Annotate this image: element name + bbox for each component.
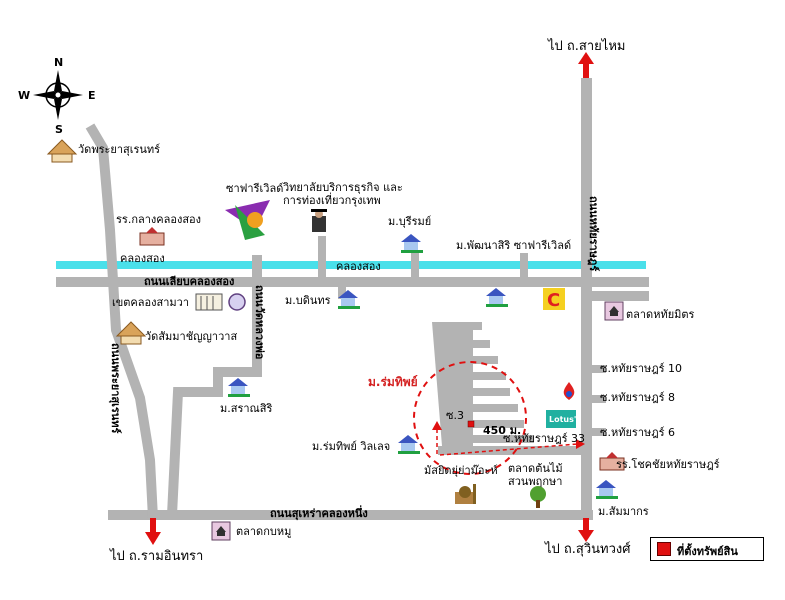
label-phraya-road: ถนนพระยาสุเรนทร์ (109, 343, 122, 434)
road-hathai-east (581, 291, 649, 301)
legend-label: ที่ตั้งทรัพย์สิน (677, 545, 738, 558)
house-icon (398, 435, 420, 454)
house-icon (486, 288, 508, 307)
label-buriram: ม.บุรีรมย์ (388, 215, 432, 228)
label-wat-phraya: วัดพระยาสุเรนทร์ (78, 143, 161, 156)
label-siap-road: ถนนเลียบคลองสอง (144, 275, 235, 288)
target-village-label: ม.ร่มทิพย์ (368, 375, 418, 389)
soi8-road (592, 395, 606, 403)
label-school-klong: รร.กลางคลองสอง (116, 213, 202, 226)
arrow-south-left-icon (145, 518, 161, 545)
label-safari: ซาฟารีเวิลด์ (226, 182, 284, 195)
district-office-icon (195, 293, 223, 311)
label-wat-road: ถนนวัดหลวงพ่อ (253, 285, 266, 360)
compass-s: S (55, 123, 63, 136)
dest-bottom-right: ไป ถ.สุวินทวงศ์ (545, 542, 631, 557)
label-saransiri: ม.สราณสิริ (220, 402, 273, 415)
label-romthip-village: ม.ร่มทิพย์ วิลเลจ (312, 440, 391, 453)
soi10-road (592, 365, 606, 373)
label-market-hathai: ตลาดหทัยมิตร (626, 308, 695, 321)
soi6-road (592, 428, 606, 436)
canal (56, 261, 646, 269)
label-soi10: ซ.หทัยราษฎร์ 10 (600, 362, 683, 375)
house-icon (401, 234, 423, 253)
route-arrow-up-head (432, 421, 442, 430)
label-mosque: มัสยิดยุ่ย่าม๊อะห์ (424, 464, 498, 477)
road-suhra (108, 510, 593, 520)
store-logo-icon: C (543, 288, 565, 311)
graduate-icon (311, 209, 327, 232)
house-icon (338, 290, 360, 309)
map-legend: ที่ตั้งทรัพย์สิน (650, 537, 764, 561)
house-icon (228, 378, 250, 397)
compass-e: E (88, 89, 96, 102)
safari-logo-icon (225, 200, 270, 240)
route-arrow-right (439, 443, 579, 456)
target-distance-label: 450 ม. (483, 424, 522, 437)
label-wat-samakkhi: วัดสัมมาชัญญาวาส (145, 330, 238, 343)
compass-n: N (54, 56, 64, 69)
target-radius-circle (413, 361, 527, 475)
road-conn-college (318, 236, 326, 278)
arrow-north-icon (578, 52, 594, 78)
label-canal-left: คลองสอง (120, 252, 165, 265)
label-chokchai-school: รร.โชคชัยหทัยราษฎร์ (616, 458, 720, 471)
svg-text:C: C (547, 290, 560, 311)
label-district: เขตคลองสามวา (112, 296, 189, 309)
label-tree-market: ตลาดต้นไม้ สวนพฤกษา (508, 462, 563, 488)
legend-swatch (657, 542, 671, 556)
label-soi6: ซ.หทัยราษฎร์ 6 (600, 426, 676, 439)
road-conn-buriram (411, 252, 419, 278)
market-icon (211, 521, 231, 541)
svg-text:Lotus's: Lotus's (549, 415, 581, 424)
label-college: วิทยาลัยบริการธุรกิจ และการท่องเที่ยวกรุ… (283, 181, 403, 207)
compass-icon (33, 70, 83, 120)
village-block (432, 322, 534, 446)
gas-station-icon (563, 382, 575, 400)
road-wat (167, 255, 262, 516)
arrow-south-right-icon (578, 518, 594, 542)
district-seal-icon (228, 293, 246, 311)
school-icon (599, 452, 625, 471)
dest-top-right: ไป ถ.สายไหม (548, 39, 626, 54)
road-phraya (85, 123, 158, 519)
label-binthon: ม.บดินทร (285, 294, 331, 307)
compass-w: W (18, 89, 31, 102)
label-sammakon: ม.สัมมากร (598, 505, 649, 518)
tree-icon (530, 486, 546, 508)
dest-bottom-left: ไป ถ.รามอินทรา (110, 549, 204, 564)
market-icon (604, 301, 624, 321)
label-soi33: ซ.หทัยราษฎร์ 33 (503, 432, 586, 445)
label-soi8: ซ.หทัยราษฎร์ 8 (600, 391, 676, 404)
label-suhra-road: ถนนสุเหร่าคลองหนึ่ง (270, 507, 368, 520)
road-conn-phatthanasiri (520, 253, 528, 278)
route-arrow-right-head (576, 439, 585, 449)
temple-icon (46, 139, 78, 163)
property-marker (467, 420, 475, 428)
label-market-kob: ตลาดกบหมู (236, 525, 292, 538)
lotus-logo-icon: Lotus's (546, 410, 581, 428)
label-hathai-road: ถนนหทัยราษฎร์ (587, 196, 600, 272)
temple-icon (115, 321, 147, 345)
school-icon (139, 227, 165, 246)
house-icon (596, 480, 618, 499)
mosque-icon (455, 484, 476, 504)
label-canal-mid: คลองสอง (336, 260, 381, 273)
road-conn-binthon (338, 287, 346, 299)
label-phatthanasiri: ม.พัฒนาสิริ ซาฟารีเวิลด์ (456, 239, 572, 252)
label-soi3: ซ.3 (446, 409, 464, 422)
soi33-road (438, 446, 581, 455)
road-siap (56, 277, 649, 287)
